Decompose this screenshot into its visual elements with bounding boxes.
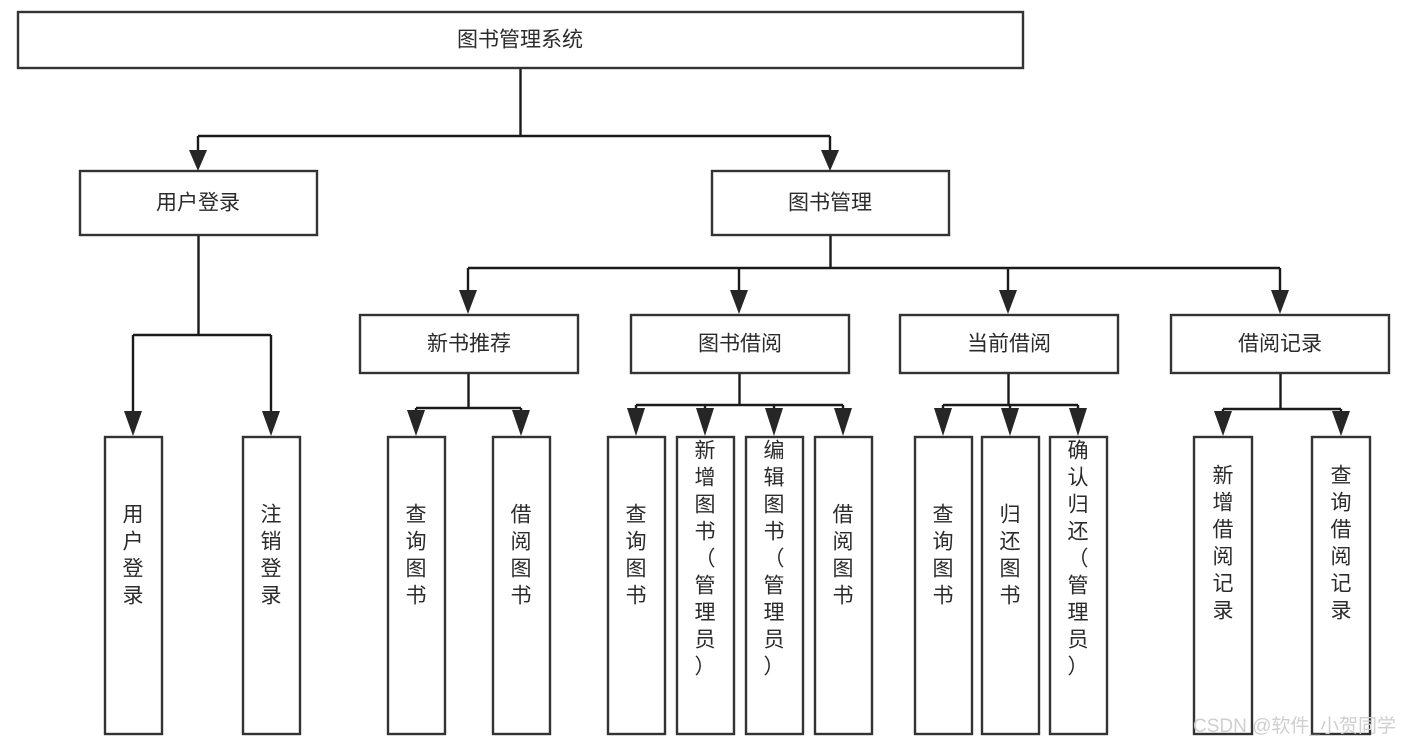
node-book-borrow[interactable]: 图书借阅 [629,313,851,375]
connector-layer [124,68,1350,436]
leaf-add-book[interactable]: 新增图书（管理员） [675,435,736,736]
node-user-login[interactable]: 用户登录 [78,169,319,237]
arrow-head-leaf-query-book-b [627,408,645,436]
leaf-edit-book-label: 编辑图书（管理员） [764,440,785,679]
leaf-borrow-book-b-label: 借阅图书 [833,504,854,608]
leaf-return-book[interactable]: 归还图书 [980,435,1041,736]
arrow-head-leaf-query-record [1332,411,1350,436]
arrow-head-leaf-confirm-return [1069,408,1087,436]
leaf-add-book-label: 新增图书（管理员） [695,440,716,679]
leaf-user-login[interactable]: 用户登录 [103,435,164,736]
leaf-user-login-box[interactable] [103,435,164,736]
leaf-query-book-b[interactable]: 查询图书 [606,435,667,736]
leaf-add-record-box[interactable] [1192,435,1254,736]
leaf-borrow-book-b-box[interactable] [813,435,874,736]
node-book-manage-label: 图书管理 [788,192,872,215]
arrow-head-book-borrow [730,290,748,314]
node-borrow-record-label: 借阅记录 [1238,333,1322,356]
arrow-head-new-book-rec [459,290,477,314]
leaf-edit-book[interactable]: 编辑图书（管理员） [744,435,805,736]
arrow-head-leaf-return-book [1001,408,1019,436]
leaf-query-book-b-box[interactable] [606,435,667,736]
node-book-manage-box[interactable] [710,169,951,237]
leaf-query-book-a-box[interactable] [386,435,447,736]
arrow-head-leaf-add-book [696,408,714,436]
node-user-login-box[interactable] [78,169,319,237]
node-book-borrow-label: 图书借阅 [698,333,782,356]
arrow-head-book-manage [821,150,839,171]
node-book-borrow-box[interactable] [629,313,851,375]
csdn-watermark: CSDN @软件_小贺同学 [1193,715,1396,737]
leaf-borrow-book-a-label: 借阅图书 [511,504,532,608]
node-new-book-rec-label: 新书推荐 [427,333,511,356]
arrow-head-leaf-query-book-c [934,408,952,436]
leaf-return-book-box[interactable] [980,435,1041,736]
arrow-head-borrow-record [1271,290,1289,314]
leaf-add-record[interactable]: 新增借阅记录 [1192,435,1254,736]
leaf-add-book-box[interactable] [675,435,736,736]
leaf-query-book-a-label: 查询图书 [406,504,427,608]
leaf-edit-book-box[interactable] [744,435,805,736]
leaf-query-book-a[interactable]: 查询图书 [386,435,447,736]
leaf-logout[interactable]: 注销登录 [241,435,302,736]
leaf-confirm-return[interactable]: 确认归还（管理员） [1048,435,1109,736]
leaf-return-book-label: 归还图书 [1000,504,1021,608]
node-user-login-label: 用户登录 [156,192,240,215]
arrow-head-leaf-edit-book [765,408,783,436]
leaf-query-book-c-box[interactable] [913,435,974,736]
leaf-logout-label: 注销登录 [261,504,282,608]
arrow-head-leaf-logout [262,411,280,436]
arrow-head-leaf-borrow-book-a [512,410,530,436]
arrow-head-leaf-borrow-book-b [834,408,852,436]
arrow-head-current-borrow [999,290,1017,314]
leaf-borrow-book-b[interactable]: 借阅图书 [813,435,874,736]
arrow-head-leaf-user-login [124,411,142,436]
leaf-query-book-b-label: 查询图书 [626,504,647,608]
leaf-add-record-label: 新增借阅记录 [1213,465,1234,623]
node-current-borrow-box[interactable] [898,313,1120,375]
node-borrow-record-box[interactable] [1169,313,1391,375]
arrow-head-leaf-add-record [1214,411,1232,436]
leaf-borrow-book-a-box[interactable] [491,435,552,736]
leaf-confirm-return-label: 确认归还（管理员） [1068,440,1089,679]
node-root-box[interactable] [16,10,1025,70]
leaf-logout-box[interactable] [241,435,302,736]
leaf-confirm-return-box[interactable] [1048,435,1109,736]
leaf-query-record-box[interactable] [1310,435,1372,736]
node-current-borrow[interactable]: 当前借阅 [898,313,1120,375]
leaf-query-record-label: 查询借阅记录 [1331,465,1352,623]
node-new-book-rec-box[interactable] [358,313,580,375]
leaf-query-book-c-label: 查询图书 [933,504,954,608]
node-root-label: 图书管理系统 [457,29,583,52]
leaf-borrow-book-a[interactable]: 借阅图书 [491,435,552,736]
leaf-user-login-label: 用户登录 [123,504,144,608]
node-current-borrow-label: 当前借阅 [967,333,1051,356]
arrow-head-leaf-query-book-a [407,410,425,436]
leaf-query-record[interactable]: 查询借阅记录 [1310,435,1372,736]
leaf-query-book-c[interactable]: 查询图书 [913,435,974,736]
node-root[interactable]: 图书管理系统 [16,10,1025,70]
node-book-manage[interactable]: 图书管理 [710,169,951,237]
arrow-head-user-login [189,150,207,171]
node-new-book-rec[interactable]: 新书推荐 [358,313,580,375]
node-borrow-record[interactable]: 借阅记录 [1169,313,1391,375]
